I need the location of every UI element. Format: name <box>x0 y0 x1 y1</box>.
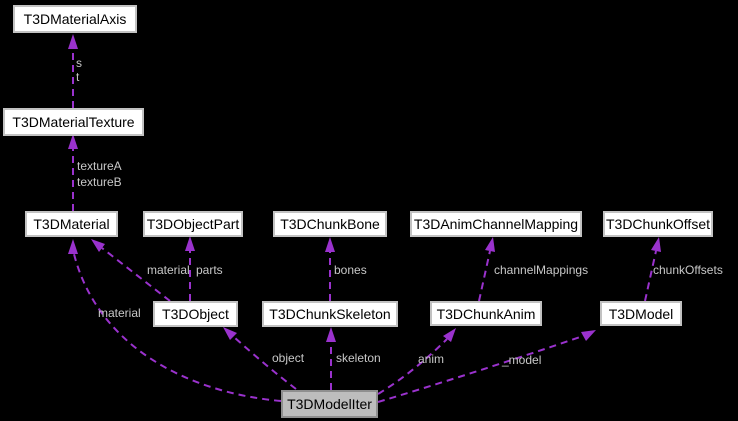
edge-label-parts: parts <box>196 263 223 277</box>
node-t3dchunkoffset[interactable]: T3DChunkOffset <box>603 211 713 237</box>
arrowhead-icon <box>485 237 495 252</box>
node-t3dchunkskeleton[interactable]: T3DChunkSkeleton <box>262 301 398 327</box>
edge-label-skeleton: skeleton <box>336 351 381 365</box>
node-t3dmaterial[interactable]: T3DMaterial <box>25 211 118 237</box>
node-t3dmodel[interactable]: T3DModel <box>600 301 682 326</box>
edge-label-textures: textureA textureB <box>77 159 122 189</box>
arrowhead-icon <box>326 327 336 342</box>
edge-modeliter-to-model <box>377 335 584 403</box>
arrowhead-icon <box>68 134 78 149</box>
arrowhead-icon <box>185 236 195 251</box>
edge-object-to-material <box>101 247 171 302</box>
edge-modeliter-to-object <box>233 336 297 390</box>
edge-label-s-t: s t <box>76 56 82 84</box>
edge-anim-to-channelmapping <box>478 250 491 302</box>
node-t3danimchannelmapping[interactable]: T3DAnimChannelMapping <box>410 211 582 237</box>
edge-label-channelmappings: channelMappings <box>494 263 589 277</box>
arrowhead-icon <box>223 327 237 340</box>
edge-model-to-chunkoffset <box>644 250 657 302</box>
edge-label-anim: anim <box>418 352 445 366</box>
arrowhead-icon <box>325 237 335 252</box>
edge-label-chunkoffsets: chunkOffsets <box>653 263 723 277</box>
edge-label-material-object: material <box>147 263 190 277</box>
node-t3dobjectpart[interactable]: T3DObjectPart <box>143 211 243 237</box>
node-t3dmaterialaxis[interactable]: T3DMaterialAxis <box>13 5 137 33</box>
node-t3dobject[interactable]: T3DObject <box>153 301 238 327</box>
edge-label-bones: bones <box>334 263 367 277</box>
arrowhead-icon <box>91 239 105 252</box>
node-t3dmodeliter[interactable]: T3DModelIter <box>281 390 378 418</box>
arrowhead-icon <box>443 328 456 342</box>
edge-label-model: _model <box>502 353 542 367</box>
edge-label-object: object <box>272 351 305 365</box>
arrowhead-icon <box>651 237 661 252</box>
edge-modeliter-to-material <box>73 253 282 402</box>
node-t3dchunkanim[interactable]: T3DChunkAnim <box>430 301 542 326</box>
arrowhead-icon <box>581 330 596 341</box>
arrowhead-icon <box>68 239 78 254</box>
edge-label-material-modeliter: material <box>98 306 141 320</box>
node-t3dchunkbone[interactable]: T3DChunkBone <box>273 211 387 237</box>
arrowhead-icon <box>68 34 78 49</box>
node-t3dmaterialtexture[interactable]: T3DMaterialTexture <box>3 108 144 136</box>
